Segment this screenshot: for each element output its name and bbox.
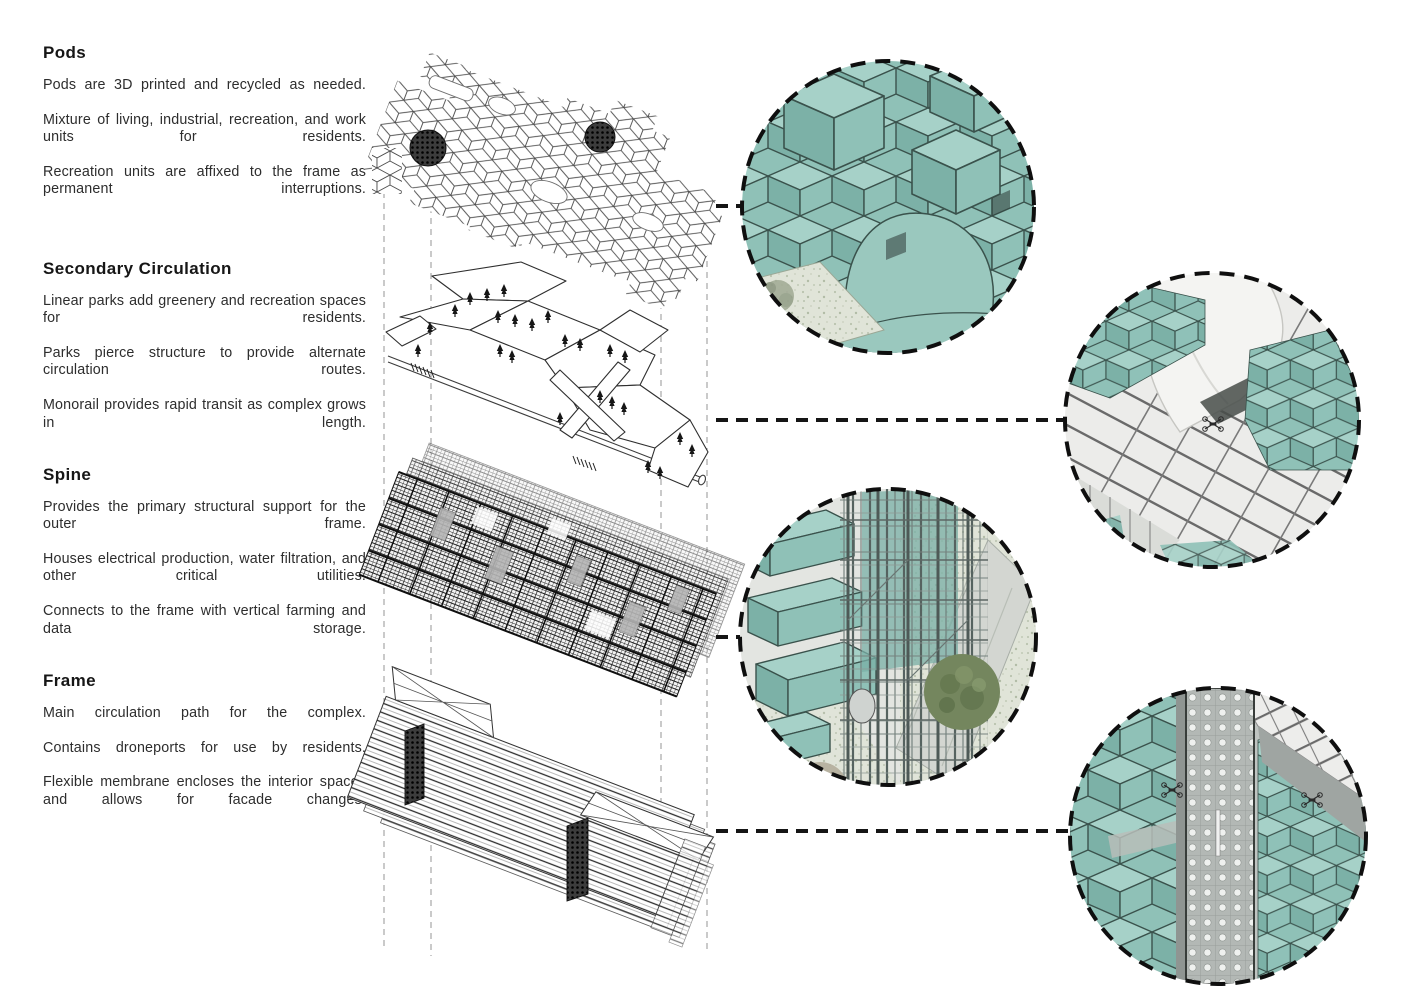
droneport-panel-right: [566, 817, 589, 902]
spine-layer: [358, 442, 746, 698]
section-sc-line-2: Parks pierce structure to provide altern…: [43, 344, 366, 379]
section-sc-line-3: Monorail provides rapid transit as compl…: [43, 397, 366, 431]
section-frame-line-3: Flexible membrane encloses the interior …: [43, 774, 366, 808]
section-spine-line-3: Connects to the frame with vertical farm…: [43, 603, 366, 637]
pods-detail-circle-border: [740, 59, 1036, 355]
section-title-spine: Spine: [43, 465, 92, 484]
pods-outlier-cluster: [372, 148, 402, 194]
section-frame: Frame Main circulation path for the comp…: [43, 671, 366, 827]
section-pods: Pods Pods are 3D printed and recycled as…: [43, 43, 366, 216]
droneport-panel-left: [404, 723, 425, 806]
frame-membrane-detail-circle-border: [1063, 271, 1361, 569]
section-sc-line-1: Linear parks add greenery and recreation…: [43, 292, 366, 327]
section-spine-line-2: Houses electrical production, water filt…: [43, 550, 366, 585]
pods-open-plazas: [428, 75, 664, 232]
section-secondary-circulation: Secondary Circulation Linear parks add g…: [43, 259, 366, 449]
courtyard-tree: [750, 280, 794, 328]
droneport-facade-detail-render: [1068, 686, 1368, 986]
section-pods-line-3: Recreation units are affixed to the fram…: [43, 163, 366, 198]
droneport-detail-circle-border: [1068, 686, 1368, 986]
section-title-pods: Pods: [43, 43, 87, 62]
frame-layer: [346, 665, 716, 948]
pods-detail-render: [740, 59, 1036, 355]
secondary-circulation-layer: [385, 261, 709, 488]
section-title-secondary-circulation: Secondary Circulation: [43, 259, 232, 278]
frame-courtyard-left: [391, 665, 495, 739]
spine-scaffold-detail-render: [738, 487, 1038, 787]
section-spine: Spine Provides the primary structural su…: [43, 465, 366, 655]
spine-scaffold: [840, 489, 988, 785]
section-pods-line-2: Mixture of living, industrial, recreatio…: [43, 111, 366, 145]
monorail: [387, 355, 707, 486]
section-spine-line-1: Provides the primary structural support …: [43, 498, 366, 533]
linear-parks-network: [385, 261, 709, 488]
frame-membrane-detail-render: [1063, 271, 1361, 569]
spine-detail-circle-border: [738, 487, 1038, 787]
section-title-frame: Frame: [43, 671, 97, 690]
section-frame-line-2: Contains droneports for use by residents…: [43, 739, 366, 756]
pods-layer: [363, 52, 723, 310]
recreation-sphere-right: [584, 121, 616, 153]
section-frame-line-1: Main circulation path for the complex.: [43, 704, 366, 721]
section-pods-line-1: Pods are 3D printed and recycled as need…: [43, 76, 366, 93]
tree-icon: [924, 654, 1000, 730]
detail-connector-lines: [716, 204, 1068, 833]
recreation-sphere-left: [409, 129, 447, 167]
